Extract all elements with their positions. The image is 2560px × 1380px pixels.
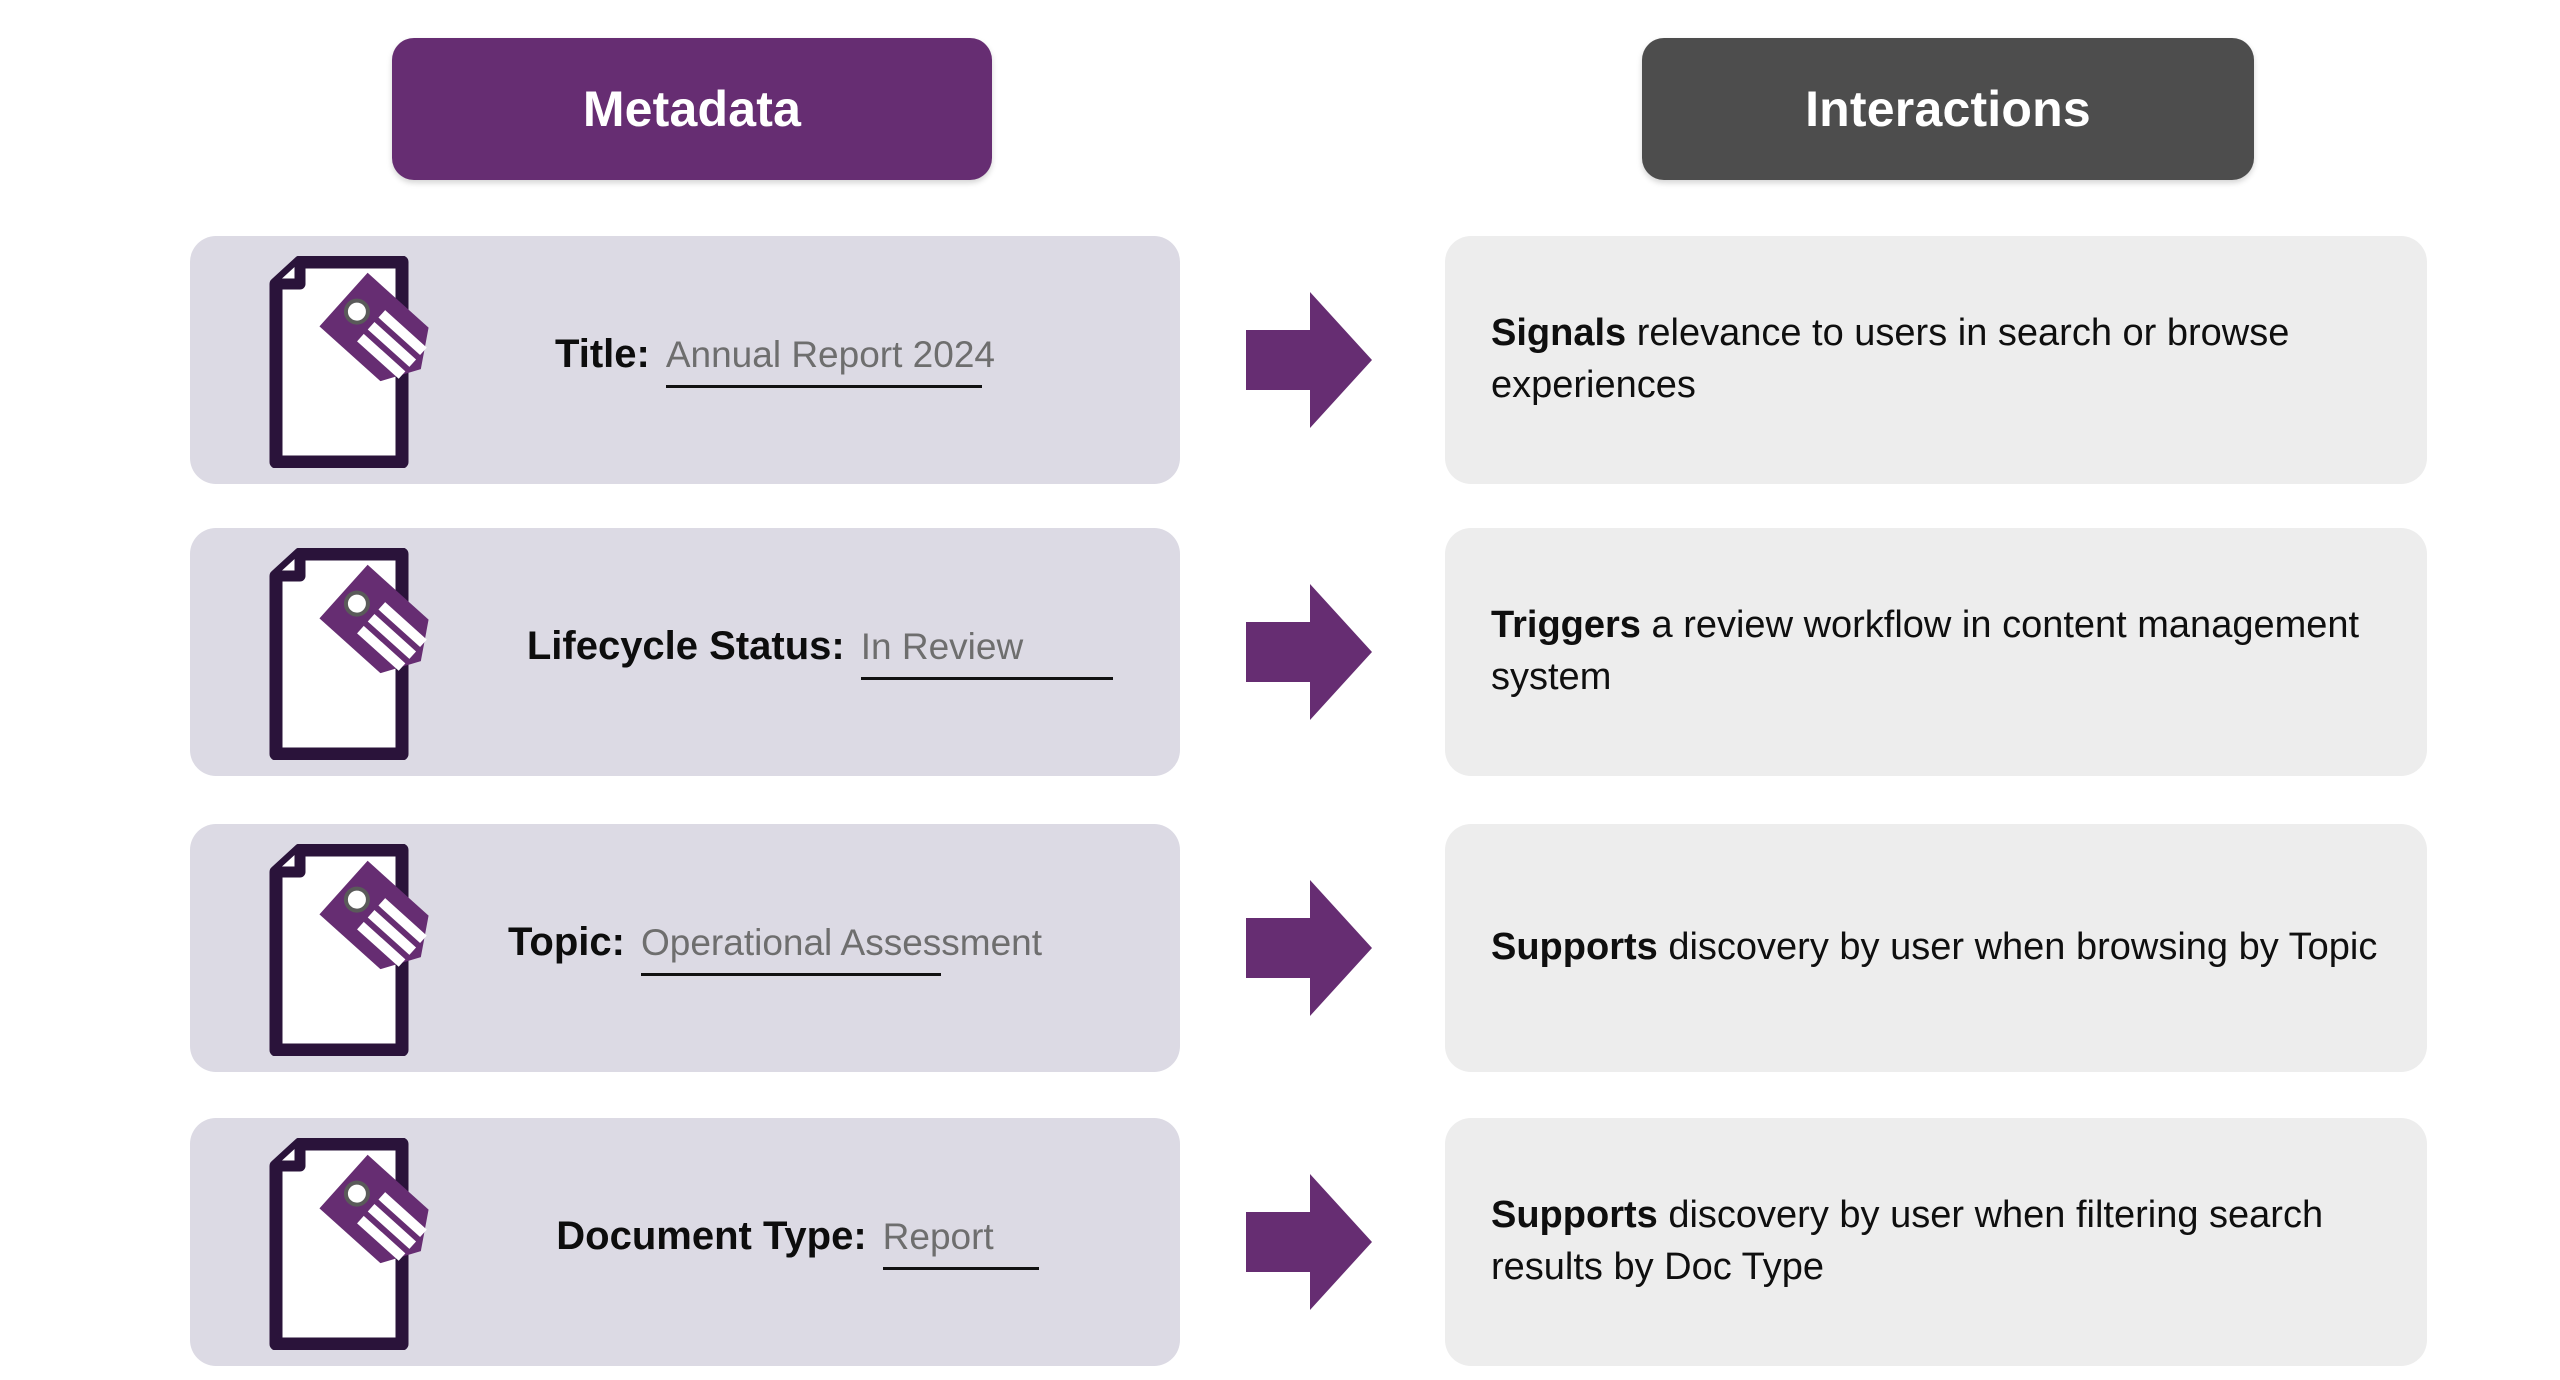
metadata-field-value[interactable]: Annual Report 2024 [665,334,995,375]
right-arrow-icon [1246,584,1372,720]
interaction-rest: discovery by user when browsing by Topic [1657,926,2378,969]
interaction-lead: Triggers [1491,604,1641,647]
metadata-card: Topic: Operational Assessment [190,824,1180,1072]
metadata-field-value-group[interactable]: Annual Report 2024 [665,334,995,388]
metadata-field-underline [640,973,941,976]
metadata-row: Title: Annual Report 2024 Signals releva… [0,236,2560,484]
metadata-field-label: Lifecycle Status: [526,624,845,668]
interaction-card: Supports discovery by user when browsing… [1445,824,2427,1072]
right-arrow-icon [1246,292,1372,428]
column-header-metadata-label: Metadata [582,81,802,137]
metadata-field-label: Topic: [507,920,625,964]
document-tag-icon [252,844,442,1056]
metadata-field-value-group[interactable]: Report [882,1216,1039,1270]
interaction-card: Supports discovery by user when filterin… [1445,1118,2427,1366]
metadata-field-label: Document Type: [556,1214,867,1258]
interaction-rest: a review workflow in content management … [1491,604,2360,698]
column-header-interactions: Interactions [1642,38,2254,180]
metadata-field-value[interactable]: Operational Assessment [640,922,1043,963]
interaction-text: Triggers a review workflow in content ma… [1491,600,2381,703]
metadata-field: Title: Annual Report 2024 [355,236,1155,484]
metadata-row: Lifecycle Status: In Review Triggers a r… [0,528,2560,776]
metadata-card: Lifecycle Status: In Review [190,528,1180,776]
metadata-field: Lifecycle Status: In Review [355,528,1155,776]
metadata-field: Document Type: Report [355,1118,1155,1366]
interaction-text: Signals relevance to users in search or … [1491,308,2381,411]
interaction-rest: relevance to users in search or browse e… [1491,312,2290,406]
interaction-text: Supports discovery by user when browsing… [1491,922,2377,974]
metadata-field-value-group[interactable]: Operational Assessment [640,922,1043,976]
metadata-field-underline [665,385,982,388]
interaction-card: Signals relevance to users in search or … [1445,236,2427,484]
metadata-card: Document Type: Report [190,1118,1180,1366]
metadata-field-value-group[interactable]: In Review [860,626,1113,680]
metadata-row: Topic: Operational Assessment Supports d… [0,824,2560,1072]
interaction-card: Triggers a review workflow in content ma… [1445,528,2427,776]
interaction-text: Supports discovery by user when filterin… [1491,1190,2381,1293]
metadata-field-value[interactable]: In Review [860,626,1024,667]
metadata-field-underline [860,677,1113,680]
interaction-lead: Supports [1491,1194,1658,1237]
document-tag-icon [252,548,442,760]
metadata-row: Document Type: Report Supports discovery… [0,1118,2560,1366]
interaction-lead: Supports [1491,926,1658,969]
metadata-field-value[interactable]: Report [882,1216,994,1257]
metadata-card: Title: Annual Report 2024 [190,236,1180,484]
interaction-lead: Signals [1491,312,1627,355]
column-header-interactions-label: Interactions [1805,81,2091,137]
document-tag-icon [252,256,442,468]
interaction-rest: discovery by user when filtering search … [1491,1194,2324,1288]
document-tag-icon [252,1138,442,1350]
right-arrow-icon [1246,880,1372,1016]
right-arrow-icon [1246,1174,1372,1310]
metadata-field: Topic: Operational Assessment [355,824,1155,1072]
column-header-metadata: Metadata [392,38,992,180]
metadata-field-label: Title: [555,332,650,376]
metadata-field-underline [882,1267,1039,1270]
